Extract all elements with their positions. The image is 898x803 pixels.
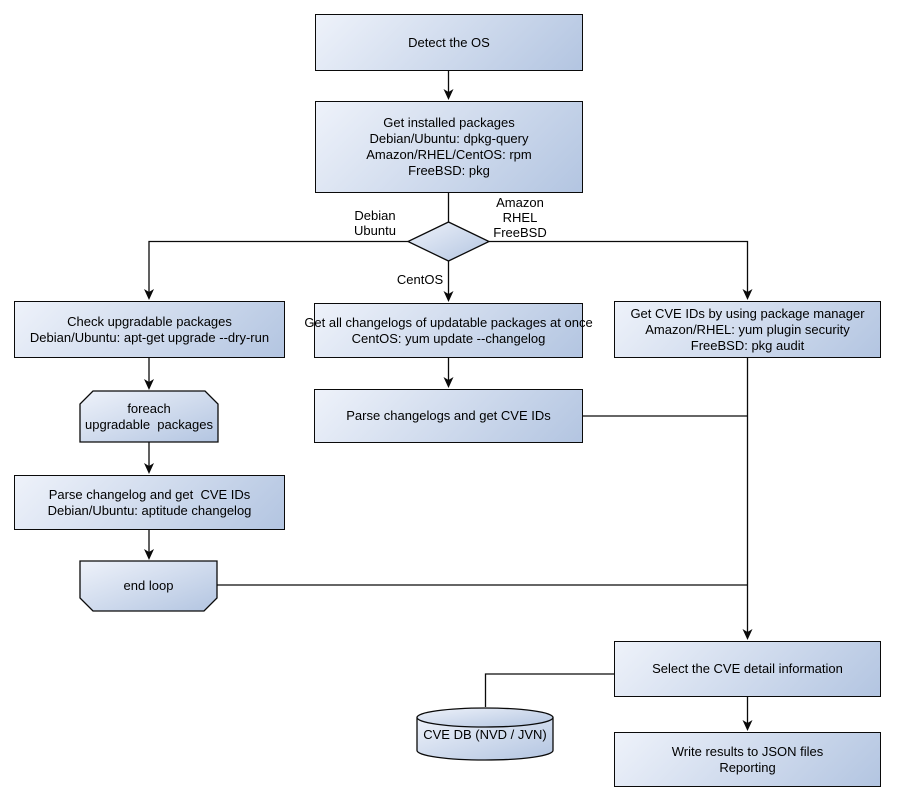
node-get-installed-packages: Get installed packages Debian/Ubuntu: dp… — [315, 101, 583, 193]
node-text-line: Get all changelogs of updatable packages… — [304, 314, 593, 330]
edge-label-line: Ubuntu — [354, 223, 396, 238]
edge-label-line: CentOS — [396, 272, 444, 287]
node-parse-changelogs-mid: Parse changelogs and get CVE IDs — [314, 389, 583, 443]
node-text-line: Detect the OS — [408, 34, 490, 50]
node-write-results: Write results to JSON files Reporting — [614, 732, 881, 787]
node-text-line: Reporting — [719, 759, 776, 775]
arrowhead — [742, 289, 753, 300]
node-text-line: Debian/Ubuntu: apt-get upgrade --dry-run — [29, 329, 270, 345]
node-text-line: Get installed packages — [383, 115, 515, 130]
arrowhead — [742, 720, 753, 731]
node-text-line: CentOS: yum update --changelog — [351, 330, 546, 346]
loop-start-shape — [79, 390, 219, 443]
node-text-line: Write results to JSON files — [671, 743, 824, 759]
node-text-line: Select the CVE detail information — [652, 661, 843, 676]
node-check-upgradable-packages: Check upgradable packages Debian/Ubuntu:… — [14, 301, 285, 358]
edge-label-line: Debian — [354, 208, 396, 223]
arrowhead — [443, 377, 454, 388]
edge-label-debian-ubuntu: Debian Ubuntu — [335, 208, 415, 238]
node-get-cve-ids-pkg-manager: Get CVE IDs by using package manager Ama… — [614, 301, 881, 358]
edge-label-line: FreeBSD — [493, 225, 547, 240]
node-get-all-changelogs: Get all changelogs of updatable packages… — [304, 303, 593, 358]
edge-label-line: RHEL — [502, 210, 538, 225]
arrowhead — [144, 549, 154, 560]
node-text-line: Parse changelogs and get CVE IDs — [346, 408, 551, 423]
arrowhead — [144, 289, 154, 300]
node-text-line: FreeBSD: pkg — [408, 163, 490, 178]
edge-decision-to-right-branch — [489, 240, 749, 292]
node-text-line: Amazon/RHEL: yum plugin security — [645, 321, 850, 337]
arrowhead — [443, 89, 454, 100]
arrowhead — [144, 379, 154, 390]
arrowhead — [144, 463, 154, 474]
edge-cvedb-to-select — [484, 673, 614, 707]
node-detect-os: Detect the OS — [315, 14, 583, 71]
arrowhead — [443, 291, 454, 302]
edge-label-centos: CentOS — [380, 272, 460, 287]
node-text-line: Parse changelog and get CVE IDs — [48, 486, 251, 502]
node-parse-changelog-left: Parse changelog and get CVE IDs Debian/U… — [14, 475, 285, 530]
decision-diamond-os — [406, 221, 491, 262]
node-select-cve-detail: Select the CVE detail information — [614, 641, 881, 697]
node-text-line: Get CVE IDs by using package manager — [630, 305, 865, 321]
edge-label-line: Amazon — [496, 195, 544, 210]
arrowheads — [144, 89, 753, 731]
arrowhead — [742, 629, 753, 640]
edge-decision-to-left-branch — [148, 240, 408, 292]
database-cylinder — [416, 707, 554, 761]
loop-end-shape — [79, 560, 218, 612]
node-text-line: Check upgradable packages — [67, 313, 232, 329]
node-text-line: Debian/Ubuntu: dpkg-query — [369, 131, 529, 146]
node-text-line: FreeBSD: pkg audit — [690, 337, 805, 353]
node-text-line: Debian/Ubuntu: aptitude changelog — [47, 502, 252, 518]
node-text-line: Amazon/RHEL/CentOS: rpm — [366, 147, 532, 162]
edge-label-amazon-rhel-freebsd: Amazon RHEL FreeBSD — [480, 195, 560, 240]
